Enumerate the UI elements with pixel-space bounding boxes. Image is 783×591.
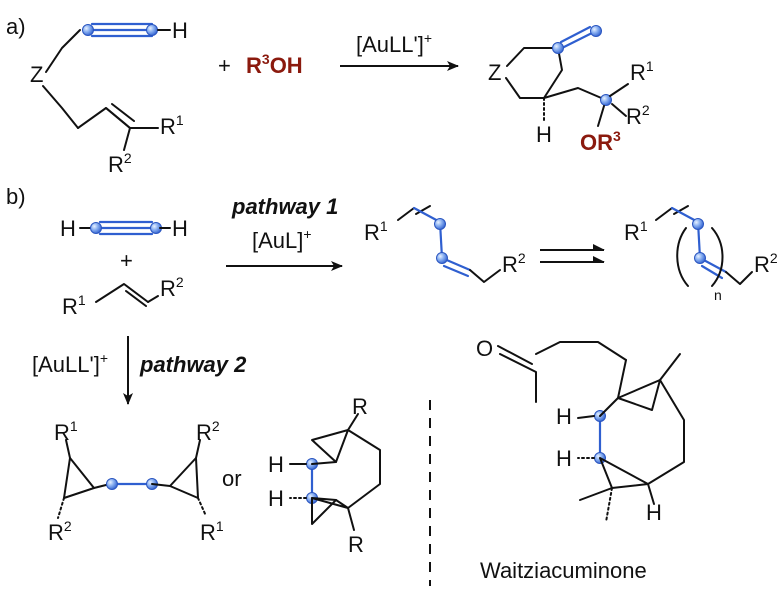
- part-b: b) H H + R1 R2 pathway 1 [AuL]+: [6, 184, 778, 586]
- np-h3: H: [646, 500, 662, 525]
- cyclization-product: Z H R1 R2 OR3: [488, 25, 654, 155]
- diene-r2: R2: [502, 250, 526, 277]
- part-b-label: b): [6, 184, 26, 209]
- carbene-carbon-atom: [552, 42, 564, 54]
- plus-sign-b: +: [120, 248, 133, 273]
- alkyne-carbon-atom: [146, 24, 158, 36]
- bicyclic-h-top: H: [268, 452, 284, 477]
- bcp-r2-top: R2: [196, 418, 220, 445]
- polyene-carbon-atom: [694, 252, 706, 264]
- polyene-r1: R1: [624, 218, 648, 245]
- bicyclic-r-top: R: [352, 394, 368, 419]
- product-r1: R1: [630, 58, 654, 85]
- bicyclic-product: R R H H: [268, 394, 381, 557]
- np-h2: H: [556, 446, 572, 471]
- polyene-r2: R2: [754, 250, 778, 277]
- product-z-atom: Z: [488, 60, 501, 85]
- part-a-label: a): [6, 14, 26, 39]
- repeat-n: n: [714, 287, 722, 303]
- bcp-r1-top: R1: [54, 418, 78, 445]
- z-atom: Z: [30, 62, 43, 87]
- terminal-h: H: [172, 18, 188, 43]
- product-h: H: [536, 122, 552, 147]
- carbene-carbon-atom: [590, 25, 602, 37]
- waitziacuminone-structure: O H H H Waitziacuminone: [476, 336, 685, 583]
- r1-label: R1: [160, 112, 184, 139]
- plus-sign: +: [218, 53, 231, 78]
- catalyst-a: [AuLL']+: [356, 30, 432, 57]
- repeat-bracket-left: [676, 227, 689, 287]
- diene-carbon-atom: [436, 252, 448, 264]
- product-or3: OR3: [580, 128, 621, 155]
- pathway-2-label: pathway 2: [139, 352, 247, 377]
- alkyne-carbon-atom: [82, 24, 94, 36]
- bicyclic-h-bottom: H: [268, 486, 284, 511]
- repeat-bracket-right: [711, 227, 724, 287]
- bicyclic-r-bottom: R: [348, 532, 364, 557]
- diene-carbon-atom: [434, 218, 446, 230]
- alkene-r1: R1: [62, 292, 86, 319]
- pathway-1-label: pathway 1: [231, 194, 338, 219]
- bicyclopropane-product: R1 R2 R2 R1: [48, 418, 224, 545]
- acetylene-h-left: H: [60, 216, 76, 241]
- np-name: Waitziacuminone: [480, 558, 647, 583]
- bcp-r2-bottom: R2: [48, 518, 72, 545]
- part-a: a) Z H R1 R2 + R3OH [AuLL']+: [6, 14, 654, 177]
- bcp-r1-bottom: R1: [200, 518, 224, 545]
- polyene-product: R1 R2 n: [624, 205, 778, 303]
- catalyst-pathway-1: [AuL]+: [252, 226, 312, 253]
- acetylene-h-right: H: [172, 216, 188, 241]
- product-r2: R2: [626, 102, 650, 129]
- enyne-reactant: Z H R1 R2: [30, 18, 188, 177]
- diene-r1: R1: [364, 218, 388, 245]
- alkene-r2: R2: [160, 274, 184, 301]
- alkyne-carbon-atom: [90, 222, 102, 234]
- diene-product: R1 R2: [364, 205, 526, 283]
- alkene-reagent: R1 R2: [62, 274, 184, 319]
- np-ketone-o: O: [476, 336, 493, 361]
- catalyst-pathway-2: [AuLL']+: [32, 350, 108, 377]
- or-text: or: [222, 466, 242, 491]
- alcohol-reagent: R3OH: [246, 51, 303, 78]
- acetylene-reagent: H H: [60, 216, 188, 241]
- polyene-carbon-atom: [692, 218, 704, 230]
- np-h1: H: [556, 404, 572, 429]
- cyclopropane-carbon-atom: [106, 478, 118, 490]
- r2-label: R2: [108, 150, 132, 177]
- ether-carbon-atom: [600, 94, 612, 106]
